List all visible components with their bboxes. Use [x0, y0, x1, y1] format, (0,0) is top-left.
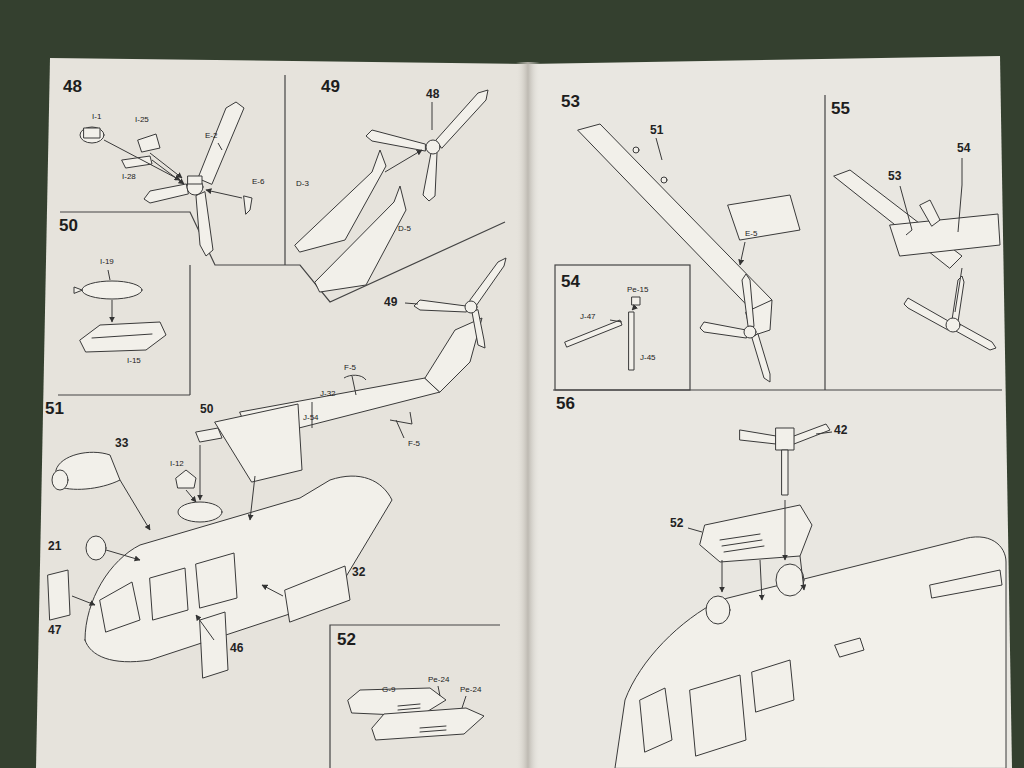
part-number: F-5: [344, 364, 356, 373]
callout-number: 48: [426, 88, 439, 101]
step-panel: 52: [334, 628, 502, 766]
part-number: I-15: [127, 357, 141, 366]
step-panel: 56: [553, 392, 1005, 766]
part-number: Pe-24: [460, 686, 481, 695]
step-panel: 51 52: [42, 397, 522, 766]
part-number: I-28: [122, 173, 136, 182]
step-number: 56: [556, 395, 1002, 414]
step-number: 48: [63, 78, 284, 97]
callout-number: 33: [115, 437, 128, 450]
part-number: D-3: [296, 180, 309, 189]
part-number: J-47: [580, 313, 596, 322]
step-number: 54: [561, 273, 687, 292]
callout-number: 54: [957, 142, 970, 155]
step-number: 51: [45, 400, 519, 419]
part-number: I-19: [100, 258, 114, 267]
part-number: E-5: [745, 230, 757, 239]
callout-number: 50: [200, 403, 213, 416]
callout-number: 42: [834, 424, 847, 437]
step-number: 55: [831, 100, 997, 119]
step-panel: 54: [558, 270, 690, 388]
step-panel: 53 54: [558, 90, 825, 388]
part-number: Pe-15: [627, 286, 648, 295]
step-number: 53: [561, 93, 822, 112]
part-number: G-9: [382, 686, 395, 695]
part-number: J-54: [303, 414, 319, 423]
part-number: I-12: [170, 460, 184, 469]
part-number: E-6: [252, 178, 264, 187]
part-number: I-25: [135, 116, 149, 125]
part-number: I-1: [92, 113, 101, 122]
callout-number: 46: [230, 642, 243, 655]
callout-number: 32: [352, 566, 365, 579]
callout-number: 49: [384, 296, 397, 309]
step-panel: 50: [56, 214, 192, 395]
callout-number: 21: [48, 540, 61, 553]
part-number: J-32: [320, 390, 336, 399]
step-number: 49: [321, 78, 517, 97]
step-number: 52: [337, 631, 499, 650]
callout-number: 47: [48, 624, 61, 637]
step-panel: 48: [60, 75, 287, 212]
step-panel: 55: [828, 97, 1000, 387]
part-number: F-5: [408, 440, 420, 449]
part-number: D-5: [398, 225, 411, 234]
part-number: Pe-24: [428, 676, 449, 685]
part-number: J-45: [640, 354, 656, 363]
callout-number: 51: [650, 124, 663, 137]
step-panel: 49: [318, 75, 520, 225]
part-number: E-2: [205, 132, 217, 141]
callout-number: 53: [888, 170, 901, 183]
callout-number: 52: [670, 517, 683, 530]
step-number: 50: [59, 217, 189, 236]
